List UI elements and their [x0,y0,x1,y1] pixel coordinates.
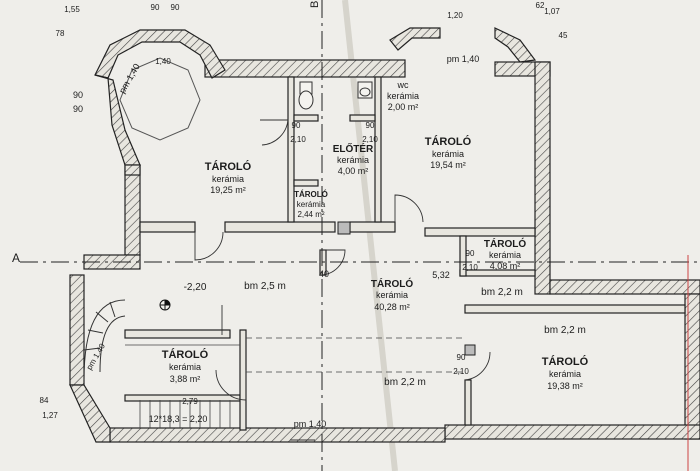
wc-fixtures [298,81,373,110]
dim-label: 2,10 [462,263,478,272]
dim-label: 1,27 [42,411,58,420]
dim-label: 90 [151,3,160,12]
dim-label: 2,10 [453,367,469,376]
dim-label: 90 [292,121,301,130]
room-finish-ne: kerámia [432,149,464,159]
dim-label: 90 [171,3,180,12]
interior-walls [124,76,686,431]
room-area-ne: 19,54 m² [430,160,466,170]
room-name-stair: TÁROLÓ [162,348,209,361]
exterior-walls [69,27,700,443]
level-marker-icon [159,299,171,311]
room-finish-eloter: kerámia [337,155,369,165]
dim-label: 1,55 [64,5,80,14]
dimension-label: 2,79 [182,397,198,406]
straight-staircase [125,344,240,428]
room-name-east-small: TÁROLÓ [484,237,526,250]
dim-label: 90 [73,90,83,100]
dim-label: 90 [366,121,375,130]
window-label: pm 1,40 [447,54,480,64]
floor-level-label: -2,20 [184,282,207,293]
section-b-label: B [309,1,321,8]
dim-label: 1,40 [155,57,171,66]
dim-label: 62 [536,1,545,10]
dim-label: 1,20 [447,11,463,20]
room-name-center: TÁROLÓ [371,277,413,290]
room-finish-nw: kerámia [212,174,244,184]
stair-formula-label: 12*18,3 = 2,20 [149,414,208,424]
room-name-nw: TÁROLÓ [205,160,252,173]
dim-label: 45 [559,31,568,40]
dim-label: 2,10 [290,135,306,144]
dim-label: 78 [56,29,65,38]
spiral-staircase [83,299,126,381]
window-label: pm 1,40 [117,62,142,95]
room-area-se: 19,38 m² [547,381,583,391]
room-name-eloter: ELŐTÉR [333,142,374,155]
dim-label: 2,10 [362,135,378,144]
dimension-label: 5,32 [432,270,450,280]
room-area-nw: 19,25 m² [210,185,246,195]
octagon-bay-outline [119,57,201,141]
room-finish-se: kerámia [549,369,581,379]
door-swings [194,119,491,441]
dimension-label: 40 [319,269,329,279]
chimney-shaft-2 [464,344,476,356]
room-area-wc: 2,00 m² [388,102,419,112]
room-name-ne: TÁROLÓ [425,135,472,148]
section-a-label: A [12,251,20,265]
room-finish-stair: kerámia [169,362,201,372]
room-area-small: 2,44 m² [297,210,324,219]
ceiling-height-label: bm 2,2 m [544,325,586,336]
dim-label: 1,07 [544,7,560,16]
room-finish-wc: kerámia [387,91,419,101]
room-finish-east-small: kerámia [489,250,521,260]
paper-fold [342,0,398,471]
window-label: pm 1,40 [85,342,108,372]
chimney-shaft [337,221,351,235]
ceiling-height-label: bm 2,2 m [384,377,426,388]
ceiling-height-label: bm 2,2 m [481,287,523,298]
window-label: pm 1,40 [294,419,327,429]
room-area-eloter: 4,00 m² [338,166,369,176]
dim-label: 90 [457,353,466,362]
room-name-small: TÁROLÓ [294,190,328,199]
room-name-wc: wc [397,80,409,90]
ceiling-height-label: bm 2,5 m [244,281,286,292]
room-area-east-small: 4,08 m² [490,261,521,271]
dim-label: 90 [73,104,83,114]
room-area-center: 40,28 m² [374,302,410,312]
room-finish-small: kerámia [297,200,326,209]
room-name-se: TÁROLÓ [542,355,589,368]
room-finish-center: kerámia [376,290,408,300]
room-area-stair: 3,88 m² [170,374,201,384]
dim-label: 90 [466,249,475,258]
dim-label: 84 [40,396,49,405]
